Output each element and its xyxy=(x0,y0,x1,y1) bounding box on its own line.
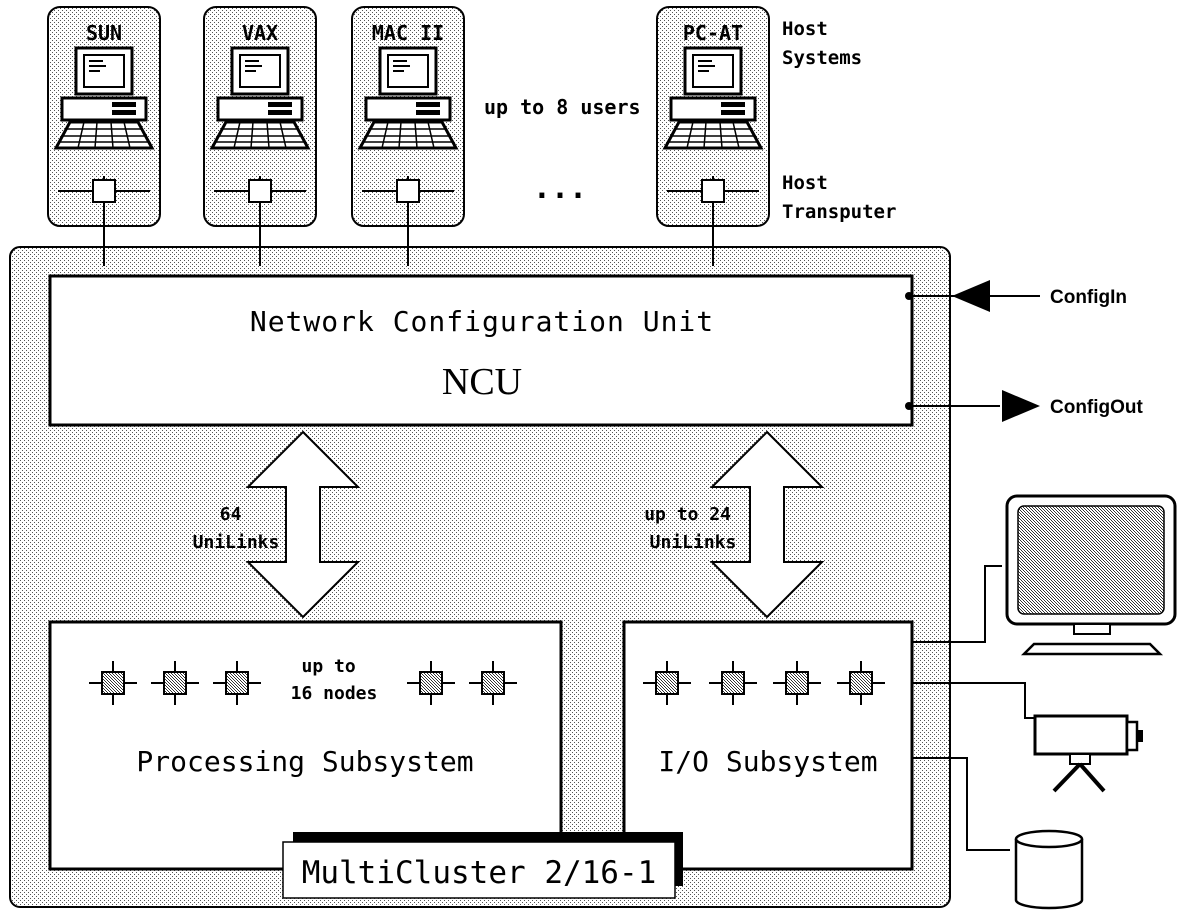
unilinks-left-arrow-icon xyxy=(245,430,361,619)
monitor-icon xyxy=(1005,494,1177,656)
host-name: SUN xyxy=(86,21,122,45)
system-name-box xyxy=(282,841,676,899)
camera-icon xyxy=(1033,714,1143,793)
host-systems-label: Host Systems xyxy=(782,18,862,69)
ncu-box xyxy=(48,274,914,427)
host-name: PC-AT xyxy=(683,21,743,45)
host-vax: VAX xyxy=(203,6,317,266)
host-transputer-label: Host Transputer xyxy=(782,172,896,223)
host-mac: MAC II xyxy=(351,6,465,266)
host-name: VAX xyxy=(242,21,278,45)
disk-storage-icon xyxy=(1014,829,1084,910)
users-label: up to 8 users xyxy=(484,95,641,119)
host-pcat: PC-AT xyxy=(656,6,770,266)
system-name: MultiCluster 2/16-1 xyxy=(302,855,657,891)
io-subsystem-box xyxy=(622,620,914,871)
host-name: MAC II xyxy=(372,21,444,45)
config-out-label: ConfigOut xyxy=(1050,397,1144,418)
nodes-label: up to 16 nodes xyxy=(291,656,378,704)
ncu-abbr: NCU xyxy=(442,361,522,403)
host-transputer-icon xyxy=(701,179,725,203)
host-transputer-icon xyxy=(396,179,420,203)
unilinks-left-label: 64 UniLinks xyxy=(193,504,280,553)
host-transputer-icon xyxy=(92,179,116,203)
config-in-label: ConfigIn xyxy=(1050,287,1127,308)
unilinks-right-label: up to 24 UniLinks xyxy=(644,504,742,553)
io-subsystem-title: I/O Subsystem xyxy=(658,745,877,778)
ellipsis: ... xyxy=(533,171,587,206)
processing-subsystem-title: Processing Subsystem xyxy=(136,745,473,778)
host-transputer-icon xyxy=(248,179,272,203)
unilinks-right-arrow-icon xyxy=(709,430,825,619)
host-sun: SUN xyxy=(47,6,161,266)
config-out-arrow-icon xyxy=(1002,390,1040,422)
processing-subsystem-box xyxy=(48,620,563,871)
config-in-arrow-icon xyxy=(952,280,990,312)
ncu-title: Network Configuration Unit xyxy=(250,305,714,338)
